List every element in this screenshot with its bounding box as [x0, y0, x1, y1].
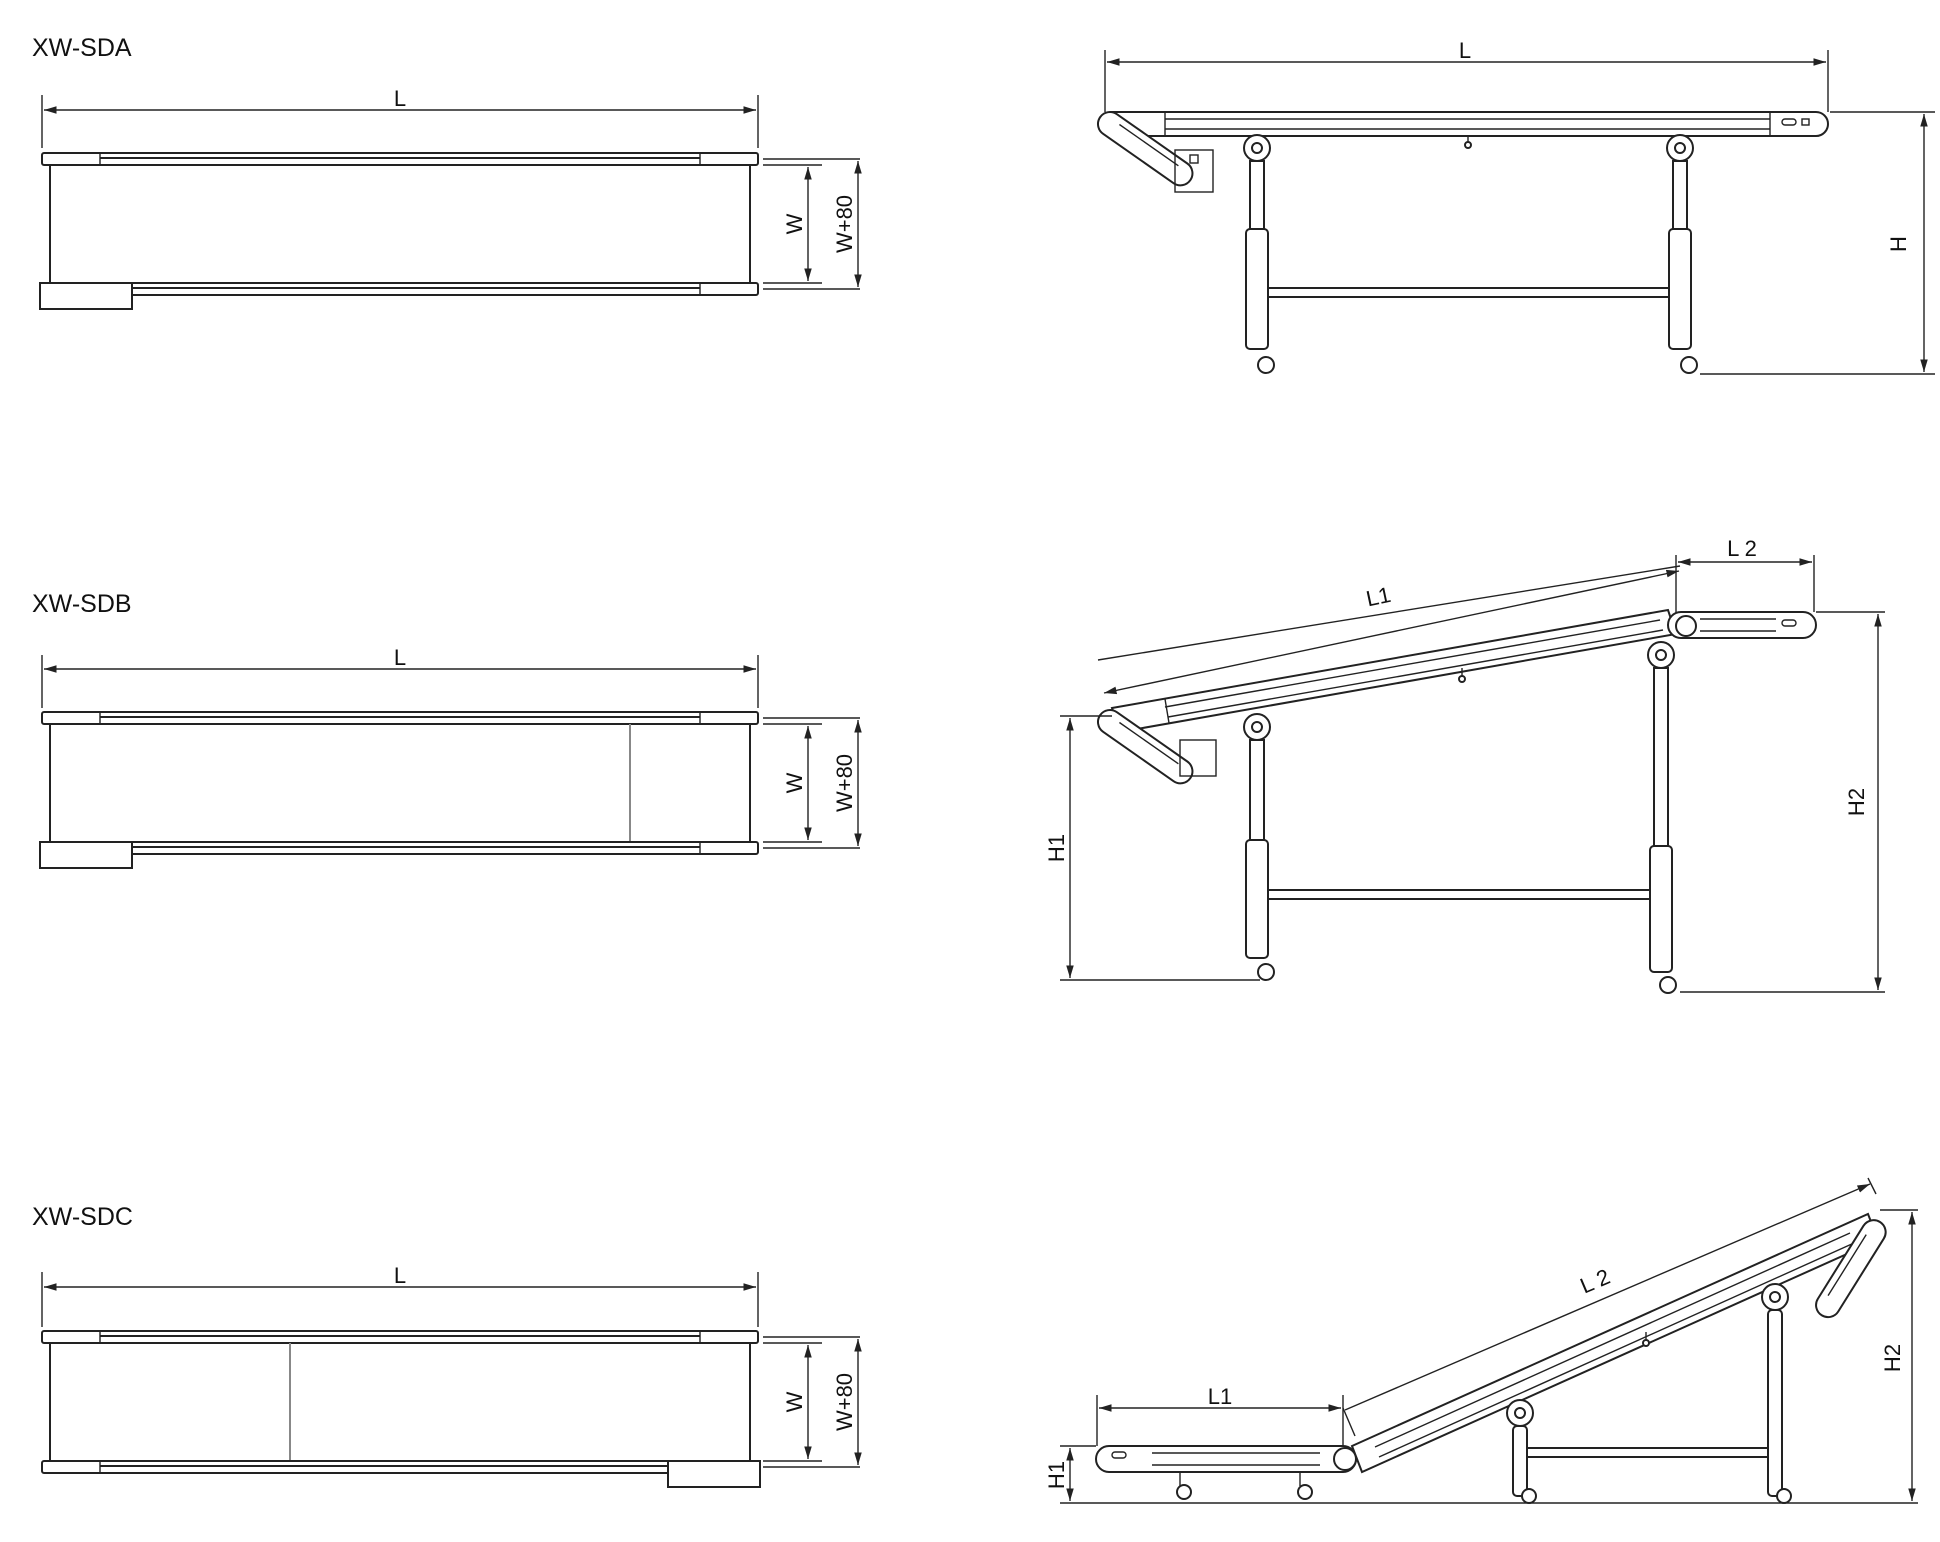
caster-right-sdb	[1659, 976, 1677, 994]
side-view-sdb: L1 L 2 H1	[1044, 536, 1885, 994]
inclined-infeed-section-sda	[1097, 110, 1194, 187]
support-leg-right-sda	[1668, 228, 1692, 350]
length1-label-sdc: L1	[1208, 1384, 1232, 1409]
side-view-sda: L H	[1097, 38, 1935, 375]
length-label-side-sda: L	[1459, 38, 1471, 63]
conveyor-frame-sda	[1099, 111, 1829, 137]
drive-motor-sdc	[667, 1460, 761, 1488]
caster-left-sdc	[1521, 1488, 1537, 1504]
height2-label-sdc: H2	[1880, 1344, 1905, 1372]
height1-label-sdb: H1	[1044, 834, 1069, 862]
model-title-sdc: XW-SDC	[32, 1203, 133, 1231]
width-label-sdc: W	[782, 1391, 807, 1412]
length1-dimension-sdb	[1103, 569, 1680, 695]
support-leg-left-sda	[1245, 228, 1269, 350]
hopper-bracket-sdb	[1179, 739, 1217, 777]
plan-view-sdc: L W W+80	[41, 1263, 862, 1488]
inclined-infeed-section-sdb	[1097, 709, 1194, 785]
model-title-sda: XW-SDA	[32, 34, 132, 62]
support-leg-left-sdc	[1512, 1425, 1528, 1497]
caster-left-sdb	[1257, 963, 1275, 981]
height-label-sda: H	[1886, 236, 1911, 252]
width-label-sda: W	[782, 213, 807, 234]
cross-brace-sda	[1267, 287, 1670, 298]
overall-width-label-sdb: W+80	[832, 754, 857, 812]
width-label-sdb: W	[782, 772, 807, 793]
side-view-sdc: L1 L 2 H1	[1044, 1177, 1918, 1504]
length-label-sda: L	[394, 86, 406, 111]
support-leg-left-sdb	[1245, 839, 1269, 959]
caster-right-sda	[1680, 356, 1698, 374]
height1-label-sdc: H1	[1044, 1461, 1069, 1489]
cross-brace-sdb	[1267, 889, 1651, 900]
belt-sdc	[49, 1342, 751, 1462]
overall-width-label-sdc: W+80	[832, 1373, 857, 1431]
model-title-sdb: XW-SDB	[32, 590, 132, 618]
length2-dimension-sdc	[1344, 1183, 1871, 1411]
caster-right-sdc	[1776, 1488, 1792, 1504]
bottom-horizontal-section-sdc	[1095, 1445, 1357, 1473]
inclined-conveyor-sdb	[1110, 608, 1678, 734]
inclined-infeed-section-sdc	[1815, 1219, 1887, 1319]
cross-brace-sdc	[1526, 1447, 1769, 1458]
plan-view-sda: L W W+80	[39, 86, 862, 310]
drive-motor-sdb	[39, 841, 133, 869]
caster-bottom-2-sdc	[1297, 1484, 1313, 1500]
length-label-sdc: L	[394, 1263, 406, 1288]
support-leg-right-sdb	[1649, 845, 1673, 973]
belt-sdb	[49, 723, 751, 843]
hopper-bracket-sda	[1174, 149, 1214, 193]
belt-sda	[49, 164, 751, 284]
drive-motor-sda	[39, 282, 133, 310]
length-label-sdb: L	[394, 645, 406, 670]
caster-bottom-1-sdc	[1176, 1484, 1192, 1500]
support-leg-right-sdc	[1767, 1309, 1783, 1497]
length1-label-sdb: L1	[1364, 582, 1393, 612]
caster-left-sda	[1257, 356, 1275, 374]
length2-label-sdb: L 2	[1727, 536, 1757, 561]
length2-label-sdc: L 2	[1576, 1264, 1613, 1299]
overall-width-label-sda: W+80	[832, 195, 857, 253]
plan-view-sdb: L W W+80	[39, 645, 862, 869]
height2-label-sdb: H2	[1844, 788, 1869, 816]
